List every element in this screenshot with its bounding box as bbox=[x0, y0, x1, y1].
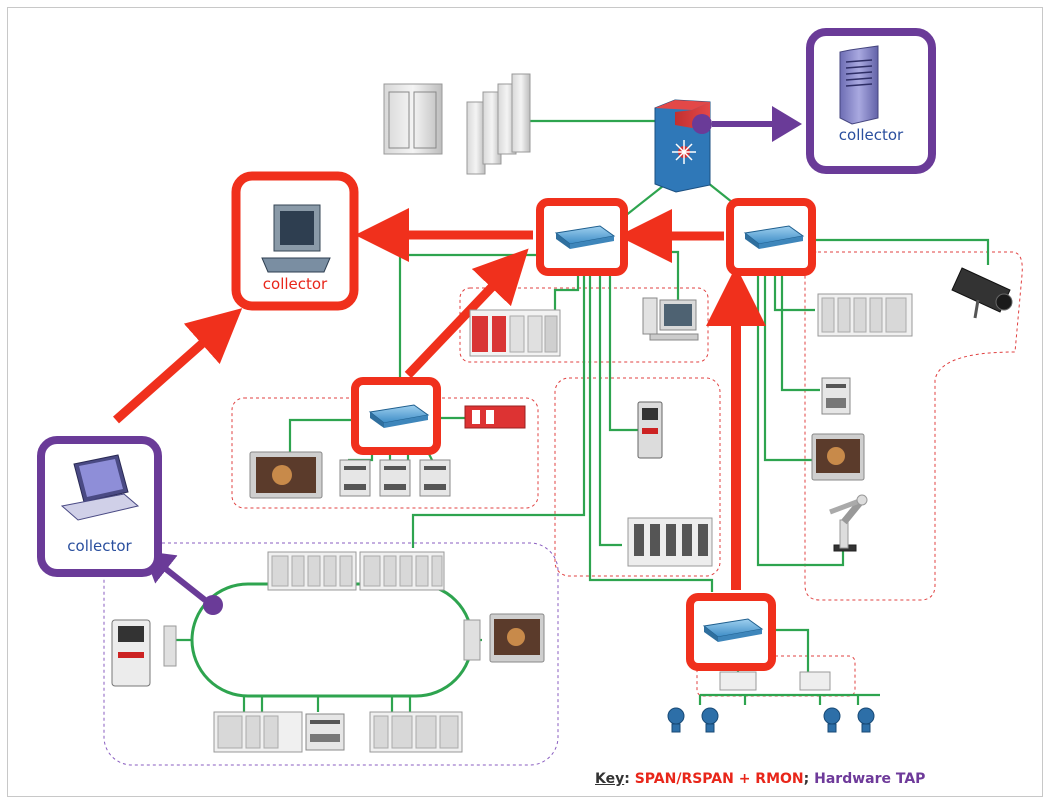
plc-module-icon bbox=[267, 551, 357, 591]
plc-module-icon bbox=[369, 711, 463, 753]
hmi-panel-icon bbox=[489, 613, 545, 663]
plc-module-icon bbox=[359, 551, 445, 591]
tap-point-ring bbox=[203, 595, 223, 615]
plc-module-icon bbox=[817, 293, 913, 337]
collector-label-left-purple: collector bbox=[67, 537, 132, 555]
io-block-icon bbox=[821, 377, 851, 415]
collector-left-purple bbox=[37, 436, 162, 577]
collector-server-icon bbox=[839, 45, 879, 125]
legend-key: Key: SPAN/RSPAN + RMON; Hardware TAP bbox=[595, 771, 925, 787]
firewall-icon bbox=[654, 99, 711, 193]
switch-mid bbox=[351, 377, 441, 455]
switch-core-left bbox=[536, 198, 628, 276]
robot-arm-icon bbox=[829, 494, 868, 552]
key-span-label: SPAN/RSPAN + RMON bbox=[634, 771, 804, 787]
group-outline-ring bbox=[103, 542, 559, 766]
io-block-icon bbox=[719, 671, 831, 691]
network-links bbox=[172, 119, 990, 712]
drive-controller-icon bbox=[637, 401, 663, 459]
io-block-icon bbox=[627, 517, 713, 567]
drive-controller-icon bbox=[111, 619, 177, 687]
diagram-frame bbox=[7, 7, 1043, 797]
key-label: Key bbox=[595, 771, 625, 787]
io-block-icon bbox=[339, 459, 451, 497]
collector-label-top-right: collector bbox=[838, 126, 904, 144]
io-block-icon bbox=[463, 619, 481, 661]
drive-controller-icon bbox=[464, 405, 526, 429]
plc-module-icon bbox=[469, 309, 561, 357]
collector-left-red bbox=[231, 171, 359, 311]
desktop-computer-icon bbox=[261, 204, 331, 273]
sensor-transmitter-icon bbox=[667, 707, 875, 733]
hmi-panel-icon bbox=[249, 451, 323, 499]
group-outline-drives bbox=[554, 377, 721, 577]
network-switch-icon bbox=[368, 404, 430, 428]
tap-point-firewall bbox=[692, 114, 712, 134]
key-separator: : bbox=[624, 771, 630, 787]
key-tap-label: Hardware TAP bbox=[814, 771, 926, 787]
network-switch-icon bbox=[702, 618, 764, 642]
server-rack-icon bbox=[383, 73, 531, 175]
laptop-icon bbox=[60, 454, 140, 521]
network-switch-icon bbox=[743, 225, 805, 249]
ip-camera-icon bbox=[951, 267, 1013, 319]
plc-module-icon bbox=[213, 711, 303, 753]
switch-core-right bbox=[726, 198, 816, 276]
network-switch-icon bbox=[554, 225, 616, 249]
switch-field bbox=[686, 593, 776, 671]
hmi-panel-icon bbox=[811, 433, 865, 481]
hardware-tap-links bbox=[142, 106, 802, 615]
collector-top-right bbox=[806, 28, 936, 174]
io-block-icon bbox=[305, 713, 345, 751]
key-semicolon: ; bbox=[803, 771, 810, 787]
desktop-computer-icon bbox=[642, 297, 699, 341]
collector-label-left-red: collector bbox=[262, 275, 328, 293]
span-links bbox=[113, 208, 766, 590]
